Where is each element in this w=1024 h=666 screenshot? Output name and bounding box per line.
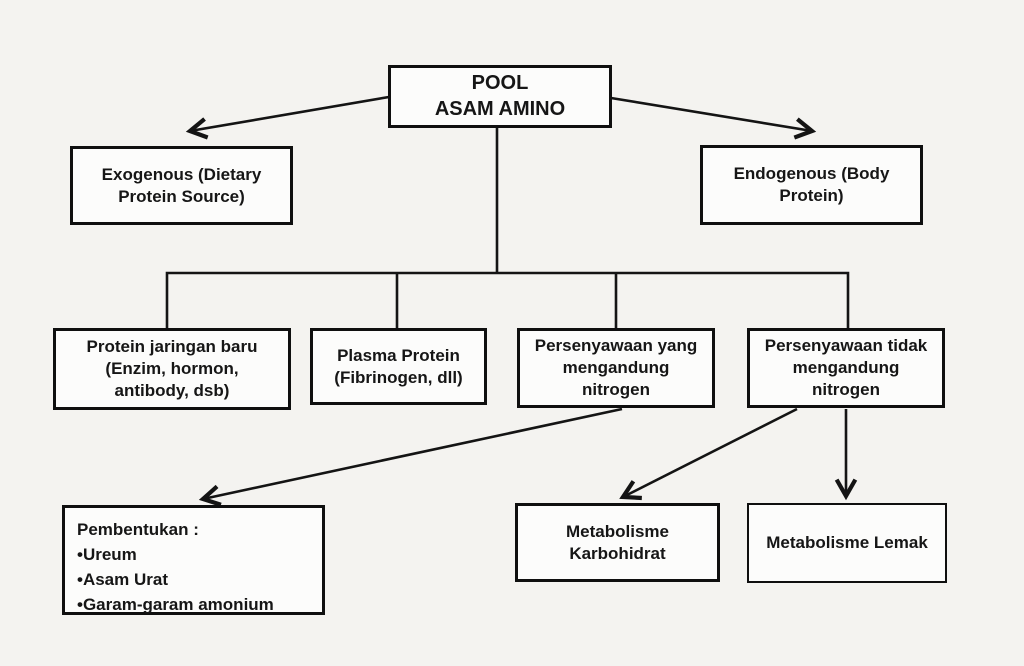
node-exogenous: Exogenous (Dietary Protein Source) [70,146,293,225]
edge-pool-endogenous [610,96,817,140]
node-plasma-protein: Plasma Protein (Fibrinogen, dll) [310,328,487,405]
node-endogenous: Endogenous (Body Protein) [700,145,923,225]
node-exogenous-label: Exogenous (Dietary Protein Source) [101,164,262,206]
node-pool-asam-amino: POOL ASAM AMINO [388,65,612,128]
node-protein-jaringan-baru: Protein jaringan baru (Enzim, hormon, an… [53,328,291,410]
node-persenyawaan-tidak-mengandung-nitrogen: Persenyawaan tidak mengandung nitrogen [747,328,945,408]
node-persenyawaan-yang-mengandung-nitrogen: Persenyawaan yang mengandung nitrogen [517,328,715,408]
node-metabolisme-karbohidrat-label: Metabolisme Karbohidrat [566,521,669,563]
node-endogenous-label: Endogenous (Body Protein) [733,164,890,205]
node-persenyawaan-tidak-label: Persenyawaan tidak mengandung nitrogen [764,336,928,399]
node-pembentukan: Pembentukan : •Ureum •Asam Urat •Garam-g… [62,505,325,615]
node-protein-jaringan-baru-label: Protein jaringan baru (Enzim, hormon, an… [86,337,258,400]
node-plasma-protein-label: Plasma Protein (Fibrinogen, dll) [334,345,463,387]
node-metabolisme-lemak: Metabolisme Lemak [747,503,947,583]
node-metabolisme-lemak-label: Metabolisme Lemak [766,533,928,553]
edge-persenyawaan-tidak-karbohidrat [619,407,798,501]
node-pool-asam-amino-label: POOL ASAM AMINO [434,71,566,120]
node-pembentukan-label: Pembentukan : •Ureum •Asam Urat •Garam-g… [77,520,274,615]
node-metabolisme-karbohidrat: Metabolisme Karbohidrat [515,503,720,582]
edge-persenyawaan-yang-pembentukan [198,407,623,507]
node-persenyawaan-yang-label: Persenyawaan yang mengandung nitrogen [534,336,698,399]
edge-pool-exogenous [185,95,390,140]
